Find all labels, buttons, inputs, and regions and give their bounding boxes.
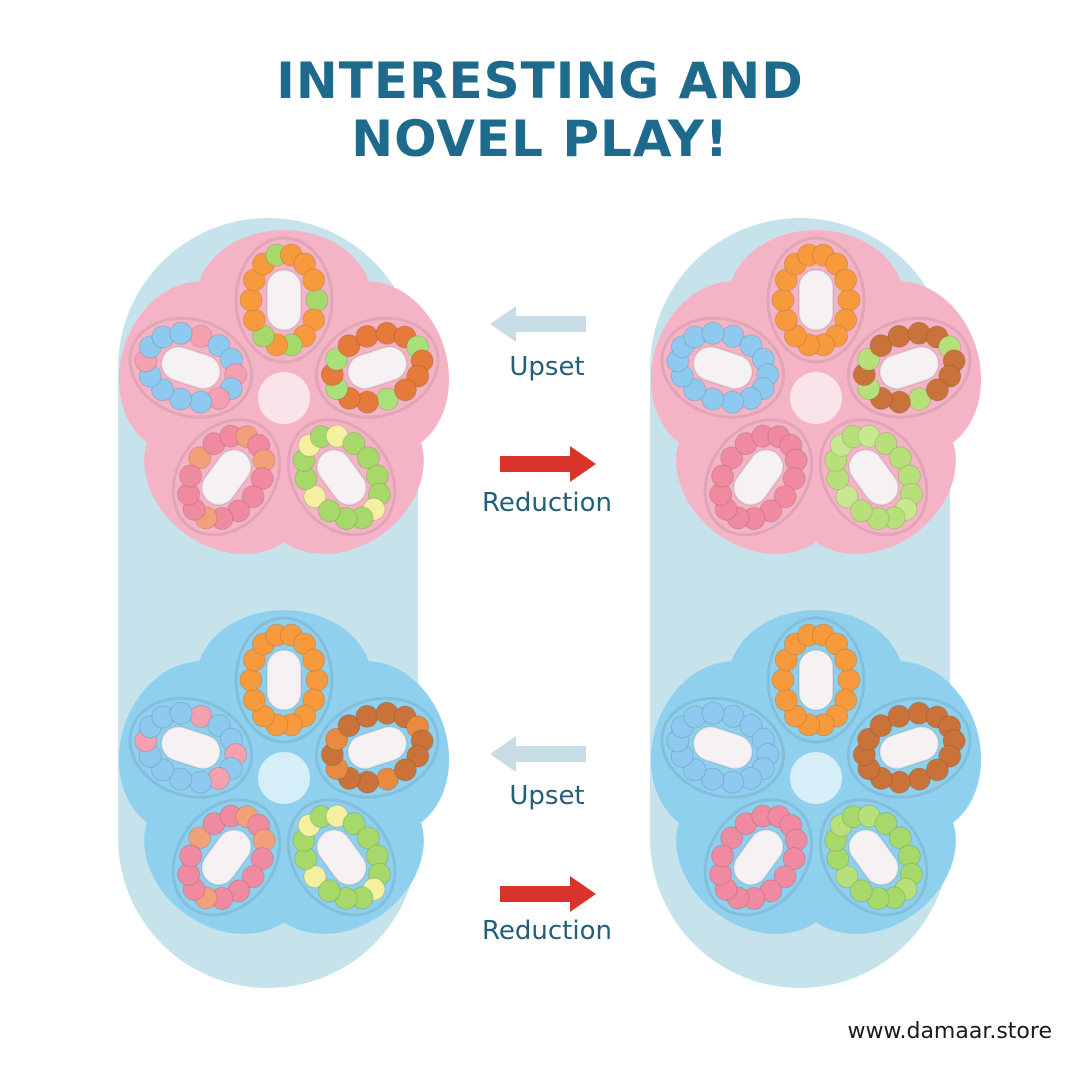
bead: [849, 499, 873, 523]
petal-slot: [266, 269, 302, 331]
arrow-shape: [490, 736, 586, 772]
toy-petal: [766, 236, 866, 364]
bead: [834, 268, 858, 292]
petal-slot: [878, 725, 940, 770]
reduction-arrow-right-icon[interactable]: [496, 444, 596, 484]
petal-slot: [847, 448, 900, 506]
bead: [305, 288, 329, 312]
toy-petal: [128, 696, 254, 799]
toy-petal: [314, 316, 440, 419]
reduction-label: Reduction: [482, 916, 612, 946]
bead: [701, 321, 725, 345]
bead: [242, 688, 266, 712]
bead: [317, 499, 341, 523]
toy-center-button: [258, 372, 310, 424]
toy-petal: [286, 798, 397, 917]
toy-petal: [766, 616, 866, 744]
toy-petal: [234, 616, 334, 744]
toy-petal: [314, 696, 440, 799]
toy-petal: [171, 798, 282, 917]
toy-petal: [703, 798, 814, 917]
bead: [771, 288, 795, 312]
petal-slot: [160, 725, 222, 770]
petal-slot: [798, 649, 834, 711]
toy-petal: [128, 316, 254, 419]
toy-petal: [818, 418, 929, 537]
petal-slot: [200, 448, 253, 506]
title-line-2: NOVEL PLAY!: [351, 110, 729, 168]
arrow-shape: [500, 876, 596, 912]
bead: [393, 758, 417, 782]
page-title: INTERESTING AND NOVEL PLAY!: [0, 52, 1080, 168]
bead: [239, 288, 263, 312]
title-line-1: INTERESTING AND: [276, 52, 804, 110]
petal-slot: [315, 448, 368, 506]
blue-toy-scrambled: [118, 610, 450, 934]
toy-center-button: [790, 752, 842, 804]
toy-petal: [703, 418, 814, 537]
upset-arrow-left-icon[interactable]: [490, 304, 590, 344]
bead: [711, 464, 735, 488]
toy-petal: [846, 316, 972, 419]
bead: [239, 668, 263, 692]
petal-slot: [732, 828, 785, 886]
pink-toy-scrambled: [118, 230, 450, 554]
toy-petal: [660, 316, 786, 419]
bead: [834, 648, 858, 672]
toy-petal: [171, 418, 282, 537]
pink-toy-solved: [650, 230, 982, 554]
petal-slot: [160, 345, 222, 390]
petal-slot: [692, 345, 754, 390]
bead: [305, 668, 329, 692]
petal-slot: [315, 828, 368, 886]
bead: [774, 308, 798, 332]
bead: [774, 688, 798, 712]
reduction-label: Reduction: [482, 488, 612, 518]
bead: [925, 758, 949, 782]
petal-slot: [878, 345, 940, 390]
toy-petal: [818, 798, 929, 917]
bead: [169, 701, 193, 725]
bead: [302, 268, 326, 292]
blue-toy-solved: [650, 610, 982, 934]
bead: [302, 648, 326, 672]
petal-slot: [200, 828, 253, 886]
toy-petal: [660, 696, 786, 799]
website-url[interactable]: www.damaar.store: [847, 1019, 1052, 1044]
bead: [849, 879, 873, 903]
upset-label: Upset: [509, 352, 585, 382]
bead: [925, 378, 949, 402]
bead: [837, 288, 861, 312]
bead: [317, 879, 341, 903]
bead: [701, 701, 725, 725]
upset-label: Upset: [509, 781, 585, 811]
petal-slot: [346, 725, 408, 770]
toy-petal: [846, 696, 972, 799]
toy-petal: [234, 236, 334, 364]
bead: [179, 464, 203, 488]
petal-slot: [266, 649, 302, 711]
arrow-shape: [500, 446, 596, 482]
toy-center-button: [790, 372, 842, 424]
bead: [393, 378, 417, 402]
arrow-shape: [490, 306, 586, 342]
reduction-arrow-right-icon[interactable]: [496, 874, 596, 914]
bead: [771, 668, 795, 692]
petal-slot: [692, 725, 754, 770]
upset-arrow-left-icon[interactable]: [490, 734, 590, 774]
petal-slot: [798, 269, 834, 331]
bead: [179, 844, 203, 868]
bead: [837, 668, 861, 692]
bead: [711, 844, 735, 868]
bead: [242, 308, 266, 332]
petal-slot: [847, 828, 900, 886]
toy-center-button: [258, 752, 310, 804]
petal-slot: [346, 345, 408, 390]
bead: [169, 321, 193, 345]
toy-petal: [286, 418, 397, 537]
petal-slot: [732, 448, 785, 506]
